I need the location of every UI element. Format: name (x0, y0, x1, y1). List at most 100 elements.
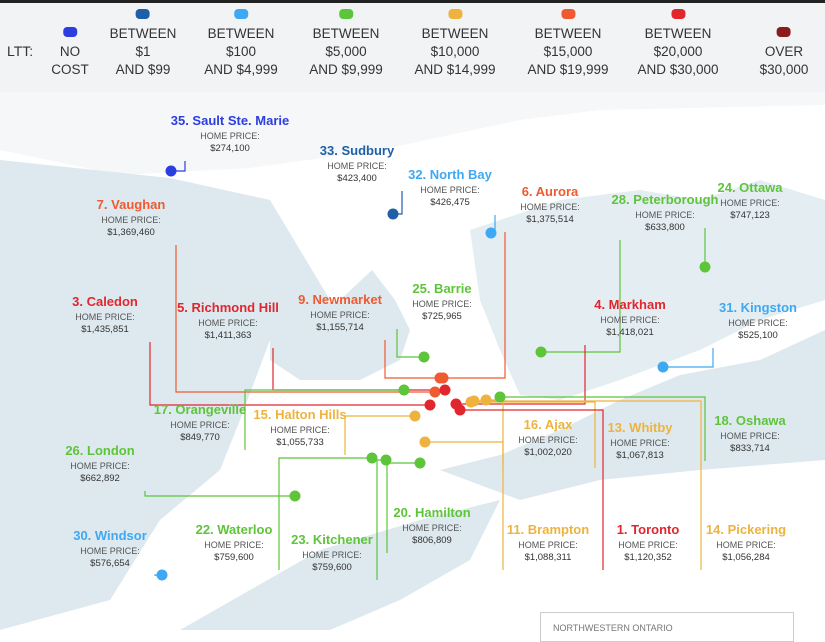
home-price-label: HOME PRICE: (198, 318, 258, 328)
city-marker[interactable] (398, 384, 410, 396)
home-price-label: HOME PRICE: (200, 131, 260, 141)
home-price-value: $1,369,460 (107, 227, 155, 238)
home-price-value: $423,400 (337, 173, 377, 184)
home-price-value: $525,100 (738, 330, 778, 341)
northwestern-ontario-inset: NORTHWESTERN ONTARIO (540, 612, 794, 642)
city-marker[interactable] (387, 208, 399, 220)
home-price-label: HOME PRICE: (716, 540, 776, 550)
city-marker[interactable] (156, 569, 168, 581)
legend-text: AND $30,000 (637, 62, 719, 77)
home-price-value: $833,714 (730, 443, 770, 454)
legend-text: BETWEEN (207, 26, 275, 41)
city-marker[interactable] (439, 384, 451, 396)
legend-text: COST (51, 62, 89, 77)
home-price-label: HOME PRICE: (720, 431, 780, 441)
home-price-label: HOME PRICE: (420, 185, 480, 195)
city-marker[interactable] (480, 394, 492, 406)
home-price-value: $1,002,020 (524, 447, 572, 458)
legend-text: $30,000 (759, 62, 809, 77)
city-name: 24. Ottawa (717, 180, 783, 195)
land-north (0, 92, 825, 175)
leader-line (384, 340, 440, 379)
city-marker[interactable] (380, 454, 392, 466)
home-price-value: $759,600 (312, 562, 352, 573)
legend-swatch (62, 27, 77, 37)
city-marker[interactable] (434, 372, 446, 384)
home-price-value: $1,120,352 (624, 552, 672, 563)
home-price-value: $1,375,514 (526, 214, 574, 225)
legend-text: NO (59, 44, 81, 59)
lake-ontario-water (440, 330, 825, 500)
city-marker[interactable] (485, 227, 497, 239)
home-price-value: $1,155,714 (316, 322, 364, 333)
city-marker[interactable] (409, 410, 421, 422)
city-name: 18. Oshawa (714, 413, 786, 428)
home-price-value: $576,654 (90, 558, 130, 569)
home-price-label: HOME PRICE: (270, 425, 330, 435)
leader-line (278, 457, 372, 570)
city-marker[interactable] (429, 386, 441, 398)
legend-text: $10,000 (430, 44, 480, 59)
city-marker[interactable] (419, 436, 431, 448)
city-marker[interactable] (289, 490, 301, 502)
legend-swatch (777, 27, 791, 37)
home-price-label: HOME PRICE: (310, 310, 370, 320)
home-price-value: $806,809 (412, 535, 452, 546)
city-marker[interactable] (454, 404, 466, 416)
home-price-label: HOME PRICE: (70, 461, 130, 471)
city-marker[interactable] (535, 346, 547, 358)
city-marker[interactable] (699, 261, 711, 273)
home-price-value: $1,411,363 (204, 330, 252, 341)
legend-swatch (233, 9, 248, 19)
city-marker[interactable] (657, 361, 669, 373)
legend-text: BETWEEN (534, 26, 602, 41)
legend-text: AND $14,999 (414, 62, 496, 77)
city-marker[interactable] (366, 452, 378, 464)
home-price-value: $1,088,311 (524, 552, 572, 563)
city-marker[interactable] (418, 351, 430, 363)
home-price-value: $426,475 (430, 197, 470, 208)
northeast-water (470, 180, 825, 400)
city-marker[interactable] (424, 399, 436, 411)
home-price-label: HOME PRICE: (101, 215, 161, 225)
city-name: 9. Newmarket (298, 292, 382, 307)
city-marker[interactable] (494, 391, 506, 403)
home-price-label: HOME PRICE: (170, 420, 230, 430)
home-price-value: $1,418,021 (606, 327, 654, 338)
legend-item: OVER$30,000 (759, 27, 809, 79)
home-price-value: $1,056,284 (722, 552, 770, 563)
home-price-label: HOME PRICE: (204, 540, 264, 550)
ontario-map (0, 92, 825, 630)
home-price-value: $1,067,813 (616, 450, 664, 461)
city-name: 1. Toronto (616, 522, 680, 537)
home-price-label: HOME PRICE: (728, 318, 788, 328)
home-price-label: HOME PRICE: (600, 315, 660, 325)
legend-swatch (671, 9, 685, 19)
lake-erie-water (180, 500, 500, 630)
city-marker[interactable] (165, 165, 177, 177)
city-marker[interactable] (468, 395, 480, 407)
legend-swatch (338, 9, 353, 19)
city-name: 23. Kitchener (291, 532, 373, 547)
city-name: 22. Waterloo (195, 522, 273, 537)
home-price-value: $1,435,851 (81, 324, 129, 335)
city-name: 7. Vaughan (96, 197, 166, 212)
city-marker[interactable] (414, 457, 426, 469)
legend-text: AND $19,999 (527, 62, 609, 77)
home-price-label: HOME PRICE: (610, 438, 670, 448)
